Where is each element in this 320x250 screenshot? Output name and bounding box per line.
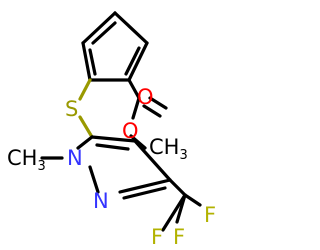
bond-c-f: [161, 193, 187, 232]
bond: [168, 178, 187, 197]
bond: [113, 11, 149, 45]
bond-c-o-double-2: [142, 104, 162, 118]
bond-c-f: [183, 193, 202, 207]
atom-n1-label: N: [67, 146, 83, 170]
bond-s-pyrazole: [78, 115, 94, 139]
bond-double-inner: [91, 21, 117, 45]
bond-c-o-single: [131, 96, 141, 120]
bond-n-n: [88, 165, 100, 194]
bond: [133, 139, 172, 182]
atom-o-ester-label: O: [122, 119, 139, 143]
bond-double-inner: [124, 46, 141, 76]
atom-f2-label: F: [173, 225, 185, 249]
atom-n2-label: N: [93, 189, 109, 213]
bond: [81, 11, 117, 45]
bond: [76, 135, 94, 150]
atom-s-label: S: [65, 97, 78, 121]
bond-c-o-double: [148, 96, 168, 110]
atom-f1-label: F: [204, 203, 216, 227]
bond-double-inner: [95, 143, 130, 151]
atom-o-ketone-label: O: [137, 85, 154, 109]
pyrazole-ring: [40, 135, 172, 200]
atom-ch3-ester-label: CH3: [149, 135, 188, 163]
bond: [81, 41, 92, 82]
bond: [90, 135, 137, 143]
bond-ring-s: [78, 78, 92, 101]
bond-c-n-double: [122, 186, 167, 200]
benzene-ring: [81, 11, 149, 82]
atom-f3-label: F: [151, 225, 163, 249]
trifluoromethyl-group: [161, 178, 202, 232]
atom-ch3-n-label: CH3: [7, 146, 46, 174]
bond-c-n: [118, 178, 172, 194]
bond-double-inner: [88, 48, 97, 76]
bond: [127, 41, 149, 82]
molecule-structure-diagram: S O O CH3 N N CH3 F F F: [7, 11, 216, 249]
bond: [127, 78, 141, 100]
